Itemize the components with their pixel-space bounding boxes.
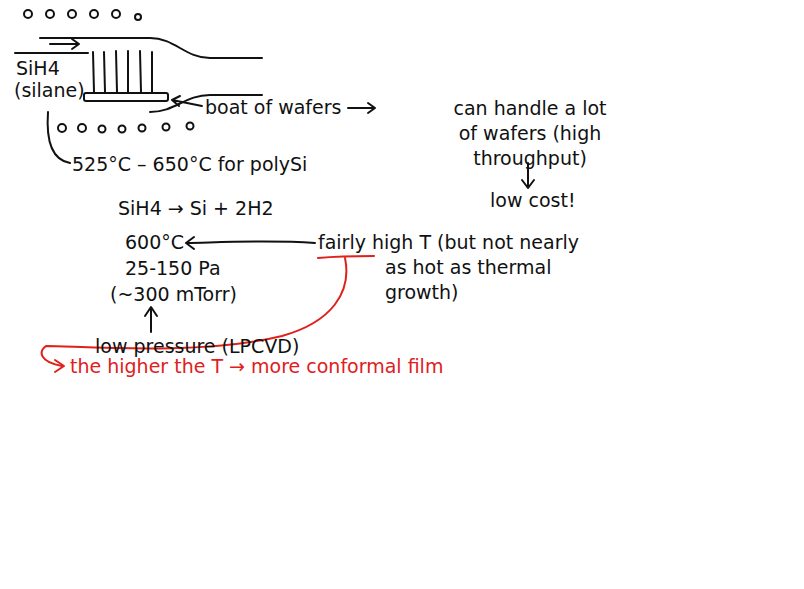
leader-arrow	[172, 96, 202, 106]
temperature-range: 525°C – 650°C for polySi	[72, 152, 307, 177]
heater-coil	[58, 124, 66, 132]
red-arrowhead	[55, 360, 64, 372]
red-annotation: the higher the T → more conformal film	[70, 354, 443, 379]
gas-name: SiH4	[16, 56, 60, 81]
heater-coil	[187, 123, 194, 130]
annotation: boat of wafers	[205, 95, 341, 120]
leader-line	[48, 112, 70, 163]
heater-coil	[68, 10, 76, 18]
heater-coil	[163, 124, 170, 131]
heater-coil	[135, 14, 141, 20]
heater-coil	[24, 10, 32, 18]
wafer-boat	[84, 93, 168, 101]
gas-name: (silane)	[14, 78, 85, 103]
heater-coil	[99, 126, 106, 133]
pressure: (~300 mTorr)	[110, 282, 237, 307]
heater-coil	[78, 124, 86, 132]
heater-coil	[90, 10, 98, 18]
pressure: 25-150 Pa	[125, 256, 221, 281]
heater-coil	[139, 125, 146, 132]
gas-flow-arrow	[50, 39, 79, 49]
heater-coil	[112, 10, 120, 18]
leader-arrow	[186, 237, 315, 249]
heater-coil	[119, 126, 126, 133]
red-underline	[318, 256, 374, 258]
annotation: fairly high T (but not nearly as hot as …	[385, 230, 595, 305]
gas-inlet-line	[15, 52, 88, 54]
reaction-equation: SiH4 → Si + 2H2	[118, 196, 274, 221]
leader-arrow	[348, 103, 375, 113]
heater-coil	[46, 10, 54, 18]
annotation: low cost!	[490, 188, 576, 213]
annotation: can handle a lot of wafers (high through…	[450, 96, 610, 171]
wafer	[93, 51, 152, 92]
leader-arrow	[145, 307, 157, 332]
temperature: 600°C	[125, 230, 184, 255]
